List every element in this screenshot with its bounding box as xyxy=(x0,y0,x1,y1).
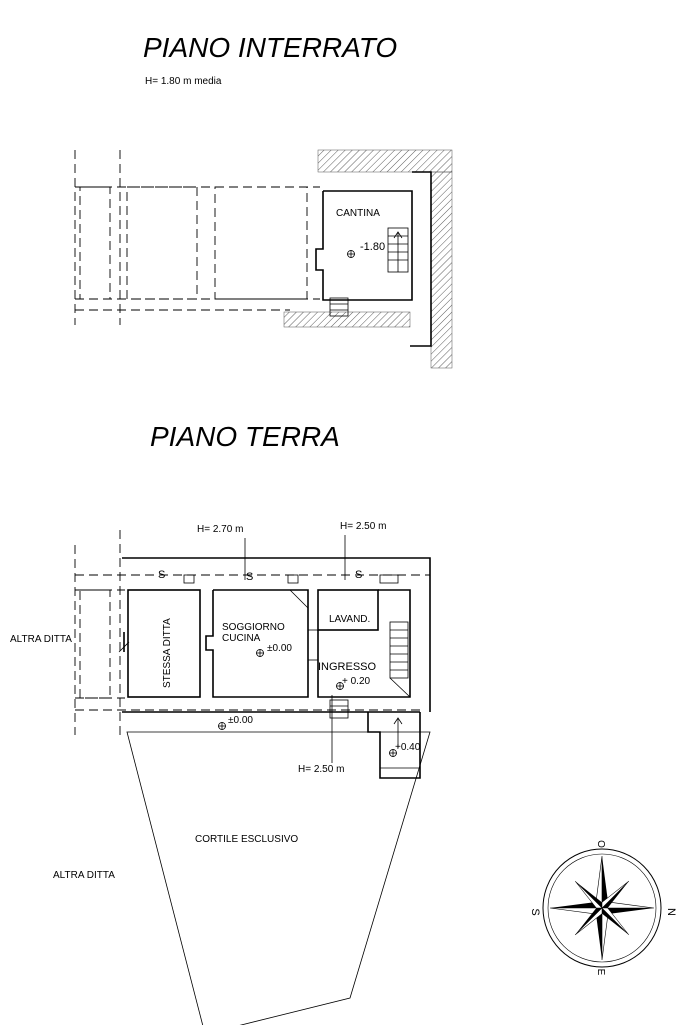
ingresso-level: + 0.20 xyxy=(342,676,371,687)
basement-retaining-walls xyxy=(283,149,453,369)
stessa-ditta-label: STESSA DITTA xyxy=(162,618,173,688)
ingresso-label: INGRESSO xyxy=(318,661,377,673)
ground-adjacent-dashed xyxy=(74,530,430,735)
height-ingresso: H= 2.50 m xyxy=(298,764,344,775)
altra-ditta-left-label: ALTRA DITTA xyxy=(10,634,72,645)
esterno-level: ±0.00 xyxy=(228,715,253,726)
compass-west: O xyxy=(595,840,606,848)
cortile-outline xyxy=(126,731,431,1025)
cantina-label: CANTINA xyxy=(336,208,380,219)
altra-ditta-bottom-label: ALTRA DITTA xyxy=(53,870,115,881)
height-lavand: H= 2.50 m xyxy=(340,521,386,532)
soggiorno-label: SOGGIORNO xyxy=(222,622,285,633)
cortile-label: CORTILE ESCLUSIVO xyxy=(195,834,298,845)
basement-adjacent-dashed xyxy=(74,150,320,325)
compass-south: S xyxy=(529,908,541,915)
scala-level: +0.40 xyxy=(395,742,421,753)
soggiorno-level: ±0.00 xyxy=(267,643,292,654)
height-soggiorno: H= 2.70 m xyxy=(197,524,243,535)
compass-north: N xyxy=(665,908,677,916)
compass-rose: N S E O xyxy=(529,840,677,976)
s-mark: S xyxy=(355,569,362,581)
altra-ditta-fence xyxy=(118,632,130,653)
basement-title: PIANO INTERRATO xyxy=(143,32,397,63)
ground-building-walls xyxy=(122,557,431,779)
ground-plan: PIANO TERRA H= 2.70 m H= 2.50 m H= 2.50 … xyxy=(10,421,431,1025)
cantina-room: CANTINA -1.80 xyxy=(315,171,432,347)
compass-east: E xyxy=(595,969,606,976)
s-mark: S xyxy=(158,569,165,581)
s-mark: S xyxy=(246,571,253,583)
basement-plan: PIANO INTERRATO H= 1.80 m media xyxy=(74,32,453,369)
basement-height-note: H= 1.80 m media xyxy=(145,76,222,87)
lavand-label: LAVAND. xyxy=(329,614,370,625)
ground-title: PIANO TERRA xyxy=(150,421,340,452)
cantina-level: -1.80 xyxy=(360,241,385,253)
cucina-label: CUCINA xyxy=(222,633,261,644)
